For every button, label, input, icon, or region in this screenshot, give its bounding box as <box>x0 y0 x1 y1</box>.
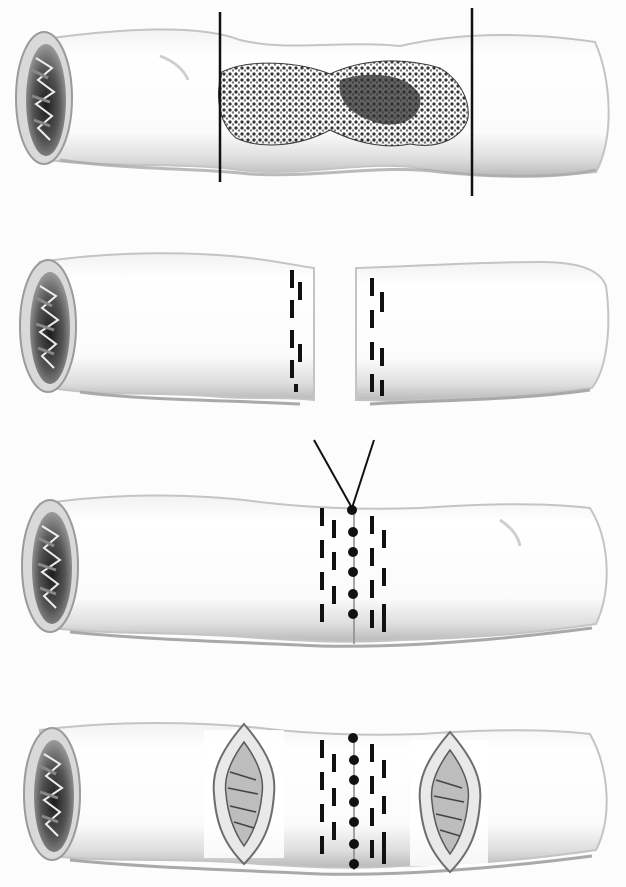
suture-dot <box>348 733 358 743</box>
lesion-mass <box>218 61 468 146</box>
suture-dot <box>349 755 359 765</box>
suture-dot <box>349 839 359 849</box>
suture-dot <box>349 775 359 785</box>
lumen-opening <box>22 500 78 632</box>
lumen-opening <box>16 32 72 164</box>
proximal-segment <box>40 253 314 400</box>
suture-dot <box>349 797 359 807</box>
suture-dot <box>348 547 358 557</box>
suture-dot <box>349 859 359 869</box>
distal-segment <box>356 262 608 401</box>
lumen-opening <box>24 728 80 860</box>
suture-dot <box>348 527 358 537</box>
panel-4-completed <box>24 723 607 874</box>
suture-dot <box>349 817 359 827</box>
suture-dot <box>348 589 358 599</box>
lumen-opening <box>20 260 76 392</box>
suture-dot <box>347 505 357 515</box>
suture-dot <box>348 567 358 577</box>
suture-dot <box>348 609 358 619</box>
panel-2-ends-separated <box>20 253 608 404</box>
